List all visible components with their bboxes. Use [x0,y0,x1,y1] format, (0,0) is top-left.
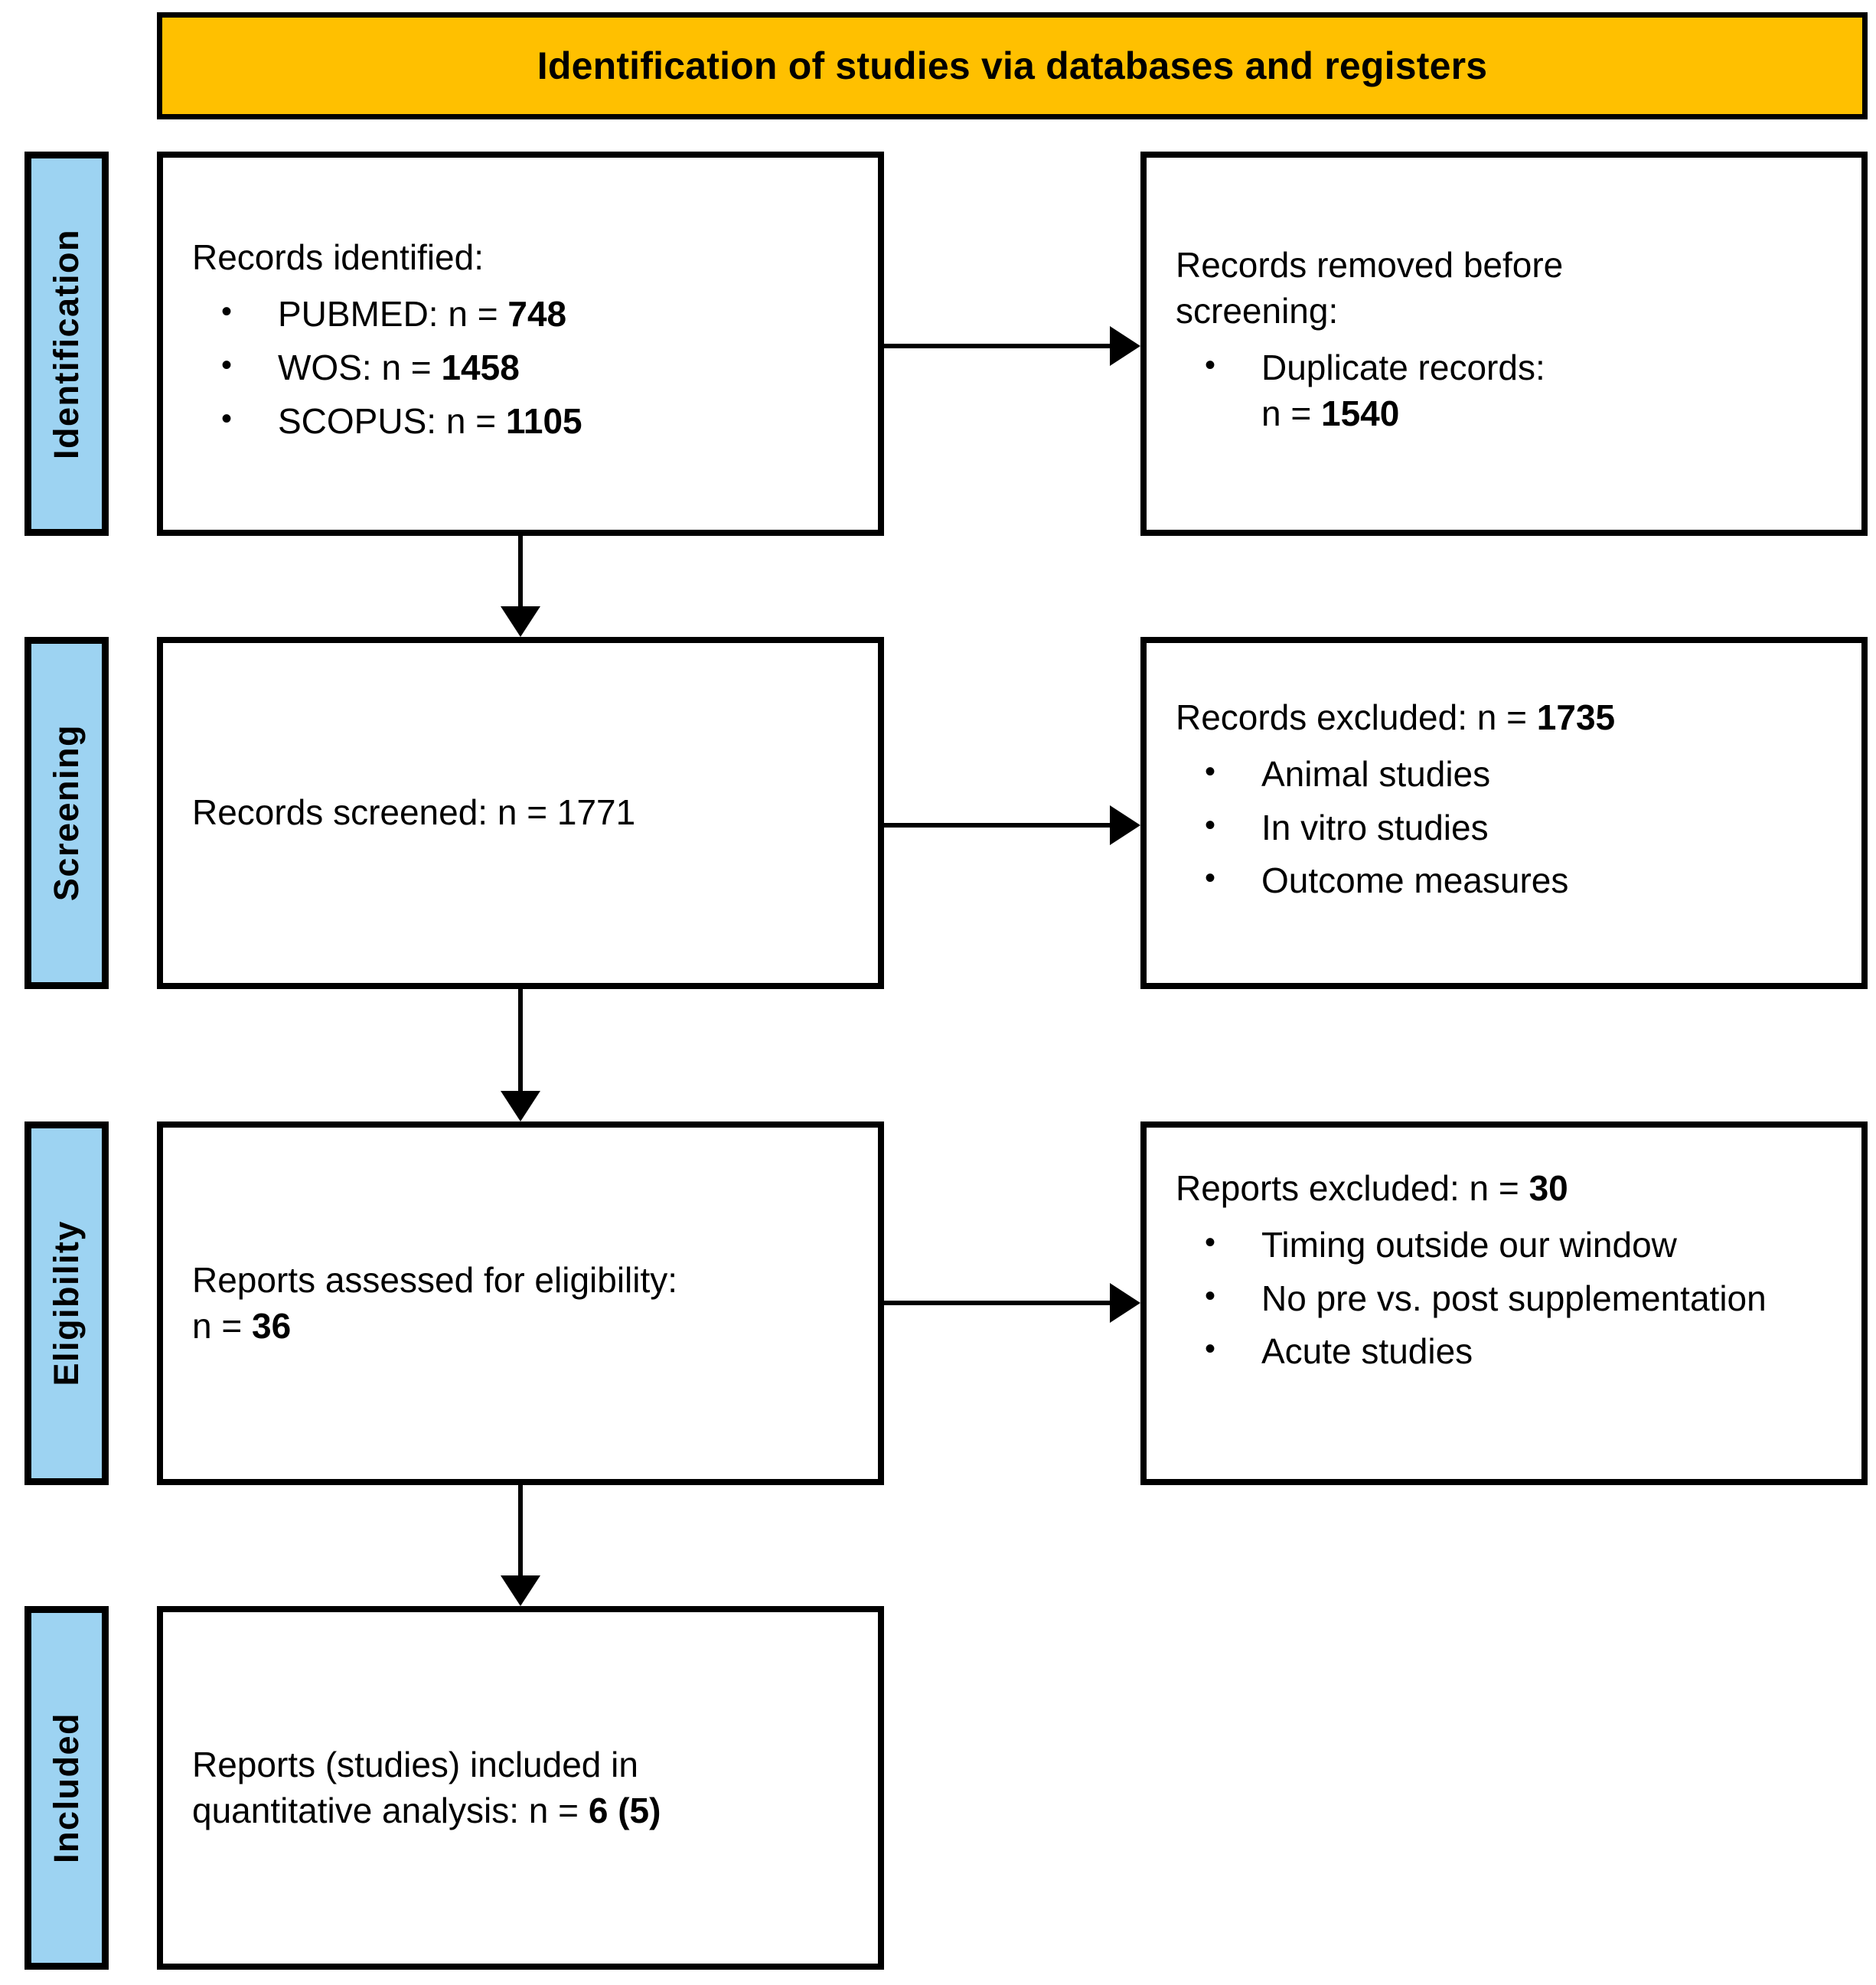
box-reports-included: Reports (studies) included in quantitati… [157,1606,884,1970]
arrow-shaft [518,1485,523,1575]
source-count: 1105 [505,400,582,441]
records-excluded-heading: Records excluded: n = 1735 [1176,695,1832,741]
list-item: In vitro studies [1176,804,1832,851]
duplicate-records-prefix: n = [1261,393,1322,433]
reports-excluded-list: Timing outside our window No pre vs. pos… [1176,1215,1832,1383]
reports-assessed-line2: n = 36 [192,1304,849,1350]
page-title: Identification of studies via databases … [537,44,1488,87]
records-removed-heading-line1: Records removed before [1176,245,1564,286]
reports-included-count: 6 (5) [588,1790,661,1830]
stage-label-text: Screening [47,724,86,902]
arrow-head [501,1575,540,1606]
list-item: Timing outside our window [1176,1221,1832,1268]
source-label: WOS: n = [278,348,442,387]
reports-assessed-line1: Reports assessed for eligibility: [192,1259,678,1300]
stage-label-screening: Screening [24,637,109,989]
records-removed-heading-line2: screening: [1176,291,1339,331]
arrow-shaft [884,1301,1110,1305]
list-item: SCOPUS: n = 1105 [192,397,849,445]
records-screened-label: Records screened: n = [192,792,557,833]
duplicate-records-count: 1540 [1321,393,1400,433]
stage-label-text: Included [47,1712,86,1863]
records-excluded-label: Records excluded: n = [1176,697,1537,737]
stage-label-text: Identification [47,228,86,459]
arrow-head [1110,805,1140,845]
reports-excluded-count: 30 [1529,1168,1568,1208]
reports-assessed-prefix: n = [192,1305,253,1346]
source-label: SCOPUS: n = [278,400,506,441]
records-screened-text: Records screened: n = 1771 [192,790,849,836]
box-records-screened: Records screened: n = 1771 [157,637,884,989]
records-screened-count: 1771 [556,792,636,833]
source-label: PUBMED: n = [278,294,508,335]
list-item: Acute studies [1176,1327,1832,1375]
arrow-shaft [884,344,1110,348]
list-item: Duplicate records: n = 1540 [1176,344,1832,437]
list-item: No pre vs. post supplementation [1176,1275,1832,1322]
arrow-shaft [518,989,523,1091]
reports-excluded-heading: Reports excluded: n = 30 [1176,1166,1832,1212]
list-item: Outcome measures [1176,857,1832,904]
box-reports-assessed: Reports assessed for eligibility: n = 36 [157,1121,884,1485]
box-records-removed: Records removed before screening: Duplic… [1140,152,1868,536]
list-item: Animal studies [1176,750,1832,798]
records-excluded-list: Animal studies In vitro studies Outcome … [1176,744,1832,912]
records-removed-list: Duplicate records: n = 1540 [1176,338,1832,445]
duplicate-records-label: Duplicate records: [1261,348,1545,387]
source-count: 1458 [441,348,520,387]
list-item: WOS: n = 1458 [192,344,849,391]
arrow-head [1110,1283,1140,1323]
reports-included-prefix: quantitative analysis: n = [192,1790,589,1830]
arrow-head [501,606,540,637]
reports-assessed-count: 36 [252,1305,292,1346]
box-records-excluded: Records excluded: n = 1735 Animal studie… [1140,637,1868,989]
reports-included-line2: quantitative analysis: n = 6 (5) [192,1788,849,1834]
list-item: PUBMED: n = 748 [192,290,849,338]
records-excluded-count: 1735 [1536,697,1616,737]
stage-label-included: Included [24,1606,109,1970]
arrow-shaft [884,823,1110,828]
reports-included-line1: Reports (studies) included in [192,1744,638,1784]
records-identified-heading: Records identified: [192,237,484,278]
arrow-head [1110,326,1140,366]
source-count: 748 [507,294,567,335]
records-identified-list: PUBMED: n = 748 WOS: n = 1458 SCOPUS: n … [192,284,849,452]
stage-label-identification: Identification [24,152,109,536]
stage-label-text: Eligibility [47,1220,86,1386]
stage-label-eligibility: Eligibility [24,1121,109,1485]
arrow-head [501,1091,540,1121]
reports-excluded-label: Reports excluded: n = [1176,1168,1529,1208]
box-reports-excluded: Reports excluded: n = 30 Timing outside … [1140,1121,1868,1485]
diagram-header-banner: Identification of studies via databases … [157,12,1868,119]
box-records-identified: Records identified: PUBMED: n = 748 WOS:… [157,152,884,536]
arrow-shaft [518,536,523,606]
